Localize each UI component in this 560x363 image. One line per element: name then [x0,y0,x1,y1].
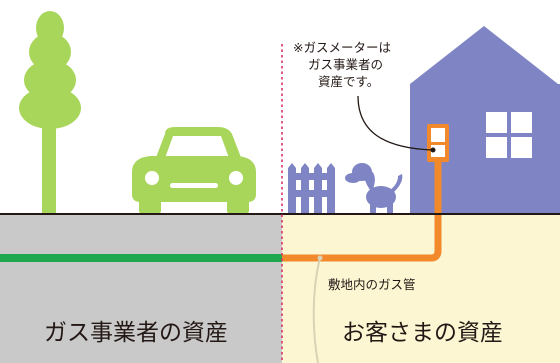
meter-note-leader-dot [430,147,436,153]
main-gas-pipe [0,254,282,262]
tree-icon [19,11,81,214]
pipe-label: 敷地内のガス管 [328,277,416,292]
meter-note-leader [357,95,433,151]
customer-ground-area [282,214,560,363]
utility-ground-area [0,214,282,363]
car-icon [132,127,256,214]
pipe-label-leader [312,257,321,363]
house-icon [410,26,560,214]
dog-icon [345,163,403,214]
gas-meter-icon [427,124,449,162]
pipe-label-leader-dot [317,255,323,261]
meter-note-line-2: ガス事業者の [308,57,383,72]
fence-icon [288,163,335,214]
house-window [486,112,532,158]
utility-asset-label: ガス事業者の資産 [44,320,228,346]
customer-asset-label: お客さまの資産 [342,320,503,346]
meter-note-line-1: ※ガスメーターは [293,40,391,55]
customer-gas-pipe [282,162,442,262]
meter-note-line-3: 資産です。 [318,74,379,89]
